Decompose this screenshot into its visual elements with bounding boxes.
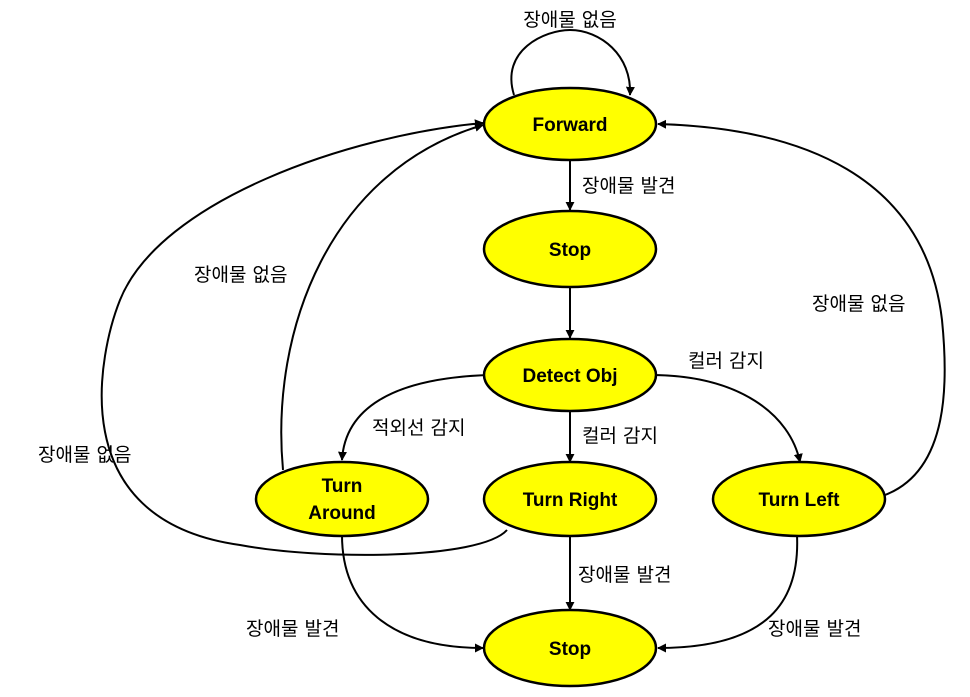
edge-detect-to-turn-around bbox=[338, 374, 491, 461]
node-forward: Forward bbox=[482, 86, 658, 162]
label-turn-right-to-stop: 장애물 발견 bbox=[578, 564, 671, 586]
label-turn-around-to-forward: 장애물 없음 bbox=[194, 264, 287, 286]
node-stop-bottom-label: Stop bbox=[549, 639, 591, 660]
node-detect-obj: Detect Obj bbox=[482, 337, 658, 413]
edge-turn-around-to-forward bbox=[280, 122, 484, 471]
label-turn-left-to-forward: 장애물 없음 bbox=[812, 293, 905, 315]
node-detect-obj-label: Detect Obj bbox=[522, 366, 617, 387]
node-stop-bottom: Stop bbox=[482, 608, 658, 688]
edge-turn-left-to-forward bbox=[657, 119, 946, 496]
node-stop-top: Stop bbox=[482, 209, 658, 289]
node-turn-left-label: Turn Left bbox=[759, 490, 841, 511]
label-turn-around-to-stop: 장애물 발견 bbox=[246, 618, 339, 640]
label-detect-to-turn-right: 컬러 감지 bbox=[582, 425, 658, 447]
label-forward-self: 장애물 없음 bbox=[523, 9, 616, 31]
edge-turn-around-to-stop bbox=[341, 534, 484, 653]
node-turn-left: Turn Left bbox=[711, 460, 887, 538]
node-turn-right-label: Turn Right bbox=[523, 490, 618, 511]
label-forward-to-stop: 장애물 발견 bbox=[582, 175, 675, 197]
edge-turn-right-to-forward bbox=[100, 119, 508, 556]
label-turn-right-to-forward: 장애물 없음 bbox=[38, 444, 131, 466]
node-turn-around-label-2: Around bbox=[308, 503, 376, 524]
node-stop-top-label: Stop bbox=[549, 240, 591, 261]
label-turn-left-to-stop: 장애물 발견 bbox=[768, 618, 861, 640]
edge-turn-left-to-stop bbox=[657, 534, 799, 653]
node-turn-around: Turn Around bbox=[254, 460, 430, 538]
label-detect-to-turn-left: 컬러 감지 bbox=[688, 350, 764, 372]
edge-forward-self bbox=[510, 28, 635, 96]
node-turn-around-label-1: Turn bbox=[322, 476, 363, 497]
node-turn-right: Turn Right bbox=[482, 460, 658, 538]
edge-detect-to-turn-left bbox=[649, 374, 803, 463]
label-detect-to-turn-around: 적외선 감지 bbox=[372, 417, 465, 439]
node-forward-label: Forward bbox=[533, 115, 608, 136]
